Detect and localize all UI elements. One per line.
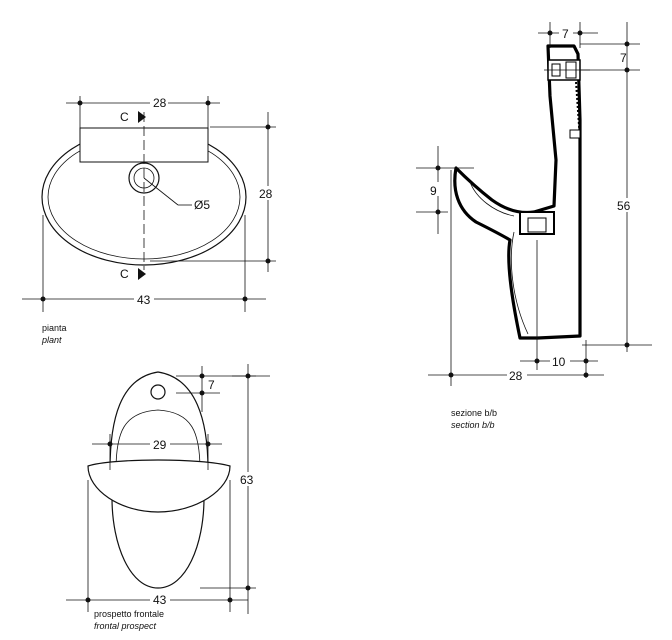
front-backsplash xyxy=(109,371,209,471)
section-caption-en: section b/b xyxy=(451,420,495,430)
front-dim-width-upper: 29 xyxy=(153,438,167,452)
section-view: 7 7 56 9 10 28 xyxy=(416,22,652,430)
front-basin xyxy=(87,459,231,513)
front-hole xyxy=(150,384,166,400)
plan-caption-it: pianta xyxy=(42,323,67,333)
plan-section-marker-bottom: C xyxy=(120,267,129,281)
plan-dim-top: 28 xyxy=(153,96,167,110)
front-caption-it: prospetto frontale xyxy=(94,609,164,619)
plan-section-arrow-top xyxy=(138,111,146,123)
section-dim-left: 9 xyxy=(430,184,437,198)
section-dim-bottom-small: 10 xyxy=(552,355,566,369)
section-profile xyxy=(453,44,582,340)
plan-dim-bottom: 43 xyxy=(137,293,151,307)
front-pedestal xyxy=(111,497,205,589)
section-dim-top2: 7 xyxy=(620,51,627,65)
plan-section-marker-top: C xyxy=(120,110,129,124)
front-dim-top: 7 xyxy=(208,378,215,392)
section-dim-right: 56 xyxy=(617,199,631,213)
front-caption-en: frontal prospect xyxy=(94,621,157,631)
section-dim-top1: 7 xyxy=(562,27,569,41)
plan-caption-en: plant xyxy=(41,335,62,345)
section-dim-bottom: 28 xyxy=(509,369,523,383)
plan-dim-hole: Ø5 xyxy=(194,198,210,212)
section-caption-it: sezione b/b xyxy=(451,408,497,418)
front-view: 7 29 63 43 prospetto frontale frontal pr… xyxy=(66,364,270,631)
plan-section-arrow-bottom xyxy=(138,268,146,280)
plan-dim-right: 28 xyxy=(259,187,273,201)
plan-view: C C 28 28 43 Ø5 pianta plant xyxy=(22,94,278,345)
front-dim-bottom: 43 xyxy=(153,593,167,607)
front-dim-height: 63 xyxy=(240,473,254,487)
